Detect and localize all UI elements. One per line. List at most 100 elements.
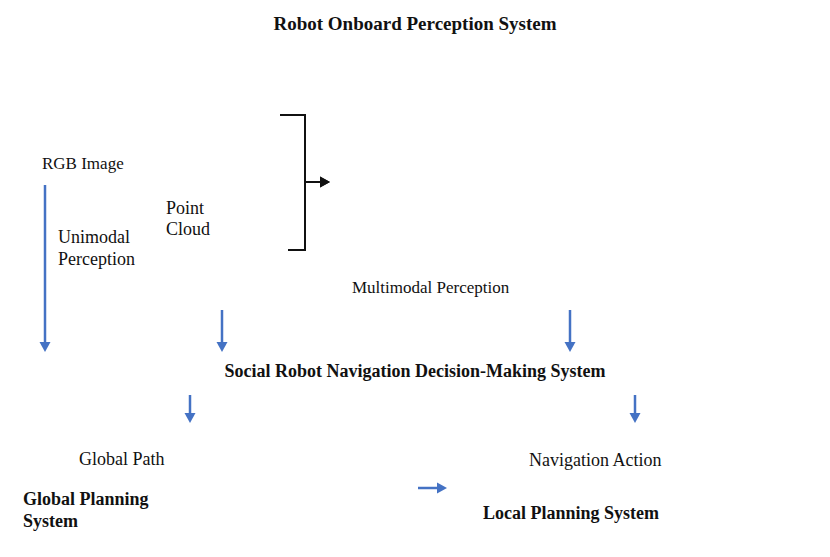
illustration-shape: [408, 209, 414, 215]
illustration-shape: [499, 209, 505, 215]
illustration-shape: [736, 54, 742, 60]
illustration-shape: [260, 283, 264, 287]
illustration-shape: [712, 252, 718, 258]
illustration-shape: [776, 144, 782, 150]
illustration-shape: [760, 45, 766, 51]
illustration-shape: [439, 101, 475, 180]
illustration-shape: [720, 99, 726, 105]
illustration-shape: [330, 78, 820, 169]
illustration-shape: [463, 126, 469, 132]
box-title: Robot Onboard Perception System: [5, 12, 825, 35]
illustration-shape: [680, 126, 686, 132]
illustration-shape: [793, 253, 799, 259]
illustration-shape: [736, 90, 742, 96]
illustration-shape: [270, 268, 274, 272]
illustration-shape: [562, 242, 568, 248]
illustration-shape: [173, 291, 176, 294]
illustration-shape: [768, 216, 774, 222]
illustration-shape: [265, 283, 269, 287]
illustration-shape: [399, 252, 405, 258]
planning-box: Global PathGlobal Planning System: [5, 423, 418, 551]
illustration-shape: [189, 277, 192, 280]
illustration-shape: [213, 291, 216, 294]
illustration-shape: [255, 243, 259, 247]
illustration-shape: [391, 180, 397, 186]
illustration-shape: [660, 264, 666, 270]
illustration-shape: [383, 225, 389, 231]
illustration-shape: [681, 242, 687, 248]
illustration-shape: [688, 153, 694, 159]
illustration-shape: [375, 144, 381, 150]
illustration-shape: [672, 108, 678, 114]
illustration-shape: [704, 117, 710, 123]
illustration-shape: [672, 153, 678, 159]
illustration-shape: [439, 144, 445, 150]
illustration-shape: [672, 270, 678, 276]
illustration-shape: [241, 284, 244, 287]
illustration-shape: [257, 291, 260, 294]
illustration-shape: [455, 45, 461, 51]
illustration-shape: [330, 44, 820, 310]
illustration-shape: [275, 263, 279, 267]
illustration-shape: [277, 277, 280, 280]
illustration-shape: [800, 231, 806, 237]
illustration-shape: [185, 284, 188, 287]
illustration-shape: [688, 261, 694, 267]
illustration-shape: [463, 234, 469, 240]
illustration-shape: [330, 44, 820, 310]
illustration-shape: [380, 242, 386, 248]
illustration-shape: [180, 268, 184, 272]
illustration-shape: [680, 72, 686, 78]
illustration-shape: [387, 242, 393, 248]
illustration-shape: [737, 264, 743, 270]
illustration-shape: [245, 298, 248, 301]
illustration-shape: [704, 108, 710, 114]
illustration-shape: [485, 242, 491, 248]
illustration-shape: [688, 243, 694, 249]
illustration-shape: [245, 248, 249, 252]
illustration-shape: [814, 242, 820, 248]
illustration-shape: [704, 198, 710, 204]
illustration-shape: [439, 54, 445, 60]
illustration-shape: [737, 253, 743, 259]
illustration-shape: [463, 117, 469, 123]
illustration-shape: [422, 220, 428, 226]
illustration-shape: [190, 273, 194, 277]
box-title: Global Planning System: [23, 489, 188, 533]
illustration-shape: [455, 144, 461, 150]
box-fill: [5, 423, 418, 551]
illustration-shape: [180, 248, 184, 252]
illustration-shape: [744, 162, 750, 168]
illustration-shape: [200, 238, 204, 242]
illustration-shape: [170, 253, 174, 257]
illustration-shape: [527, 231, 533, 237]
illustration-shape: [277, 298, 280, 301]
illustration-shape: [776, 225, 782, 231]
illustration-shape: [786, 264, 792, 270]
illustration-shape: [499, 242, 505, 248]
illustration-shape: [367, 45, 373, 51]
illustration-shape: [751, 275, 757, 281]
illustration-shape: [471, 242, 477, 248]
illustration-shape: [744, 81, 750, 87]
illustration-shape: [439, 45, 445, 51]
illustration-shape: [696, 108, 702, 114]
illustration-shape: [779, 242, 785, 248]
illustration-shape: [241, 298, 244, 301]
illustration-shape: [572, 158, 577, 163]
illustration-shape: [450, 231, 456, 237]
illustration-shape: [229, 298, 232, 301]
illustration-shape: [383, 216, 389, 222]
illustration-shape: [185, 273, 189, 277]
illustration-shape: [548, 231, 554, 237]
illustration-shape: [431, 189, 437, 195]
illustration-shape: [792, 153, 798, 159]
illustration-shape: [391, 117, 397, 123]
illustration-shape: [688, 216, 694, 222]
illustration-shape: [688, 275, 694, 281]
illustration-shape: [443, 253, 449, 259]
illustration-shape: [680, 54, 686, 60]
illustration-shape: [447, 189, 453, 195]
illustration-shape: [723, 231, 729, 237]
illustration-shape: [680, 234, 686, 240]
